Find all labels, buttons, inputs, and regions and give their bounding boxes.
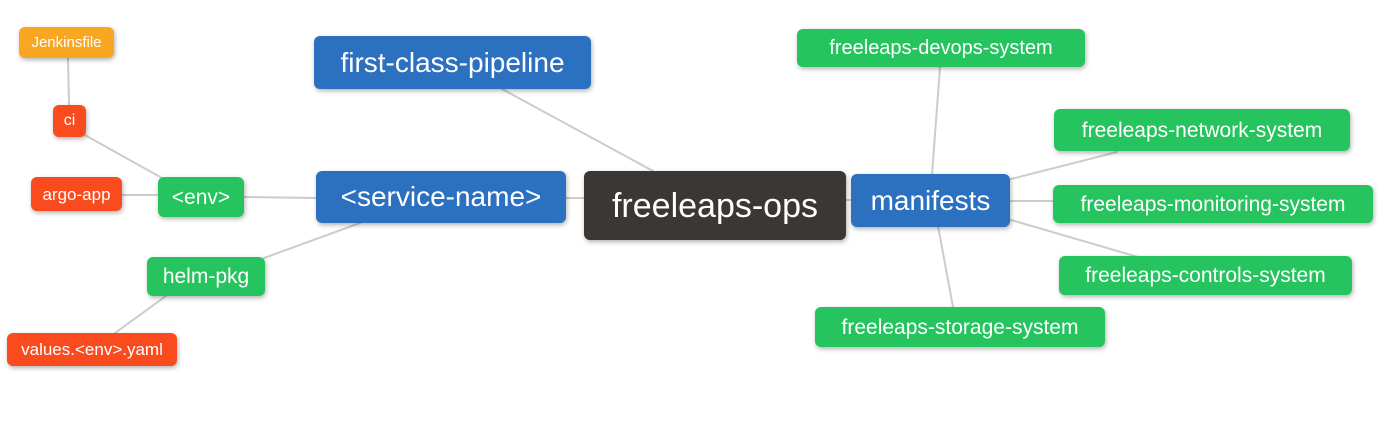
edge-manifests--freeleaps-controls-system: [1010, 219, 1139, 258]
mindmap-node-helm-pkg[interactable]: helm-pkg: [147, 257, 265, 296]
mindmap-node-first-class-pipeline[interactable]: first-class-pipeline: [314, 36, 591, 89]
mindmap-node-values-env-yaml[interactable]: values.<env>.yaml: [7, 333, 177, 366]
edge-env--ci: [82, 133, 163, 179]
mindmap-node-freeleaps-monitoring-system[interactable]: freeleaps-monitoring-system: [1053, 185, 1373, 223]
mindmap-node-argo-app[interactable]: argo-app: [31, 177, 122, 211]
mindmap-node-freeleaps-devops-system[interactable]: freeleaps-devops-system: [797, 29, 1085, 67]
edge-manifests--freeleaps-storage-system: [937, 225, 954, 308]
mindmap-node-freeleaps-ops[interactable]: freeleaps-ops: [584, 171, 846, 240]
mindmap-node-freeleaps-network-system[interactable]: freeleaps-network-system: [1054, 109, 1350, 151]
mindmap-node-env[interactable]: <env>: [158, 177, 244, 217]
edge-manifests--freeleaps-network-system: [1010, 151, 1118, 180]
edge-service-name--helm-pkg: [263, 222, 361, 259]
edge-ci--jenkinsfile: [67, 57, 70, 106]
mindmap-node-manifests[interactable]: manifests: [851, 174, 1010, 227]
mindmap-node-jenkinsfile[interactable]: Jenkinsfile: [19, 27, 114, 58]
edge-manifests--freeleaps-devops-system: [931, 66, 941, 176]
edge-service-name--env: [242, 196, 318, 199]
edge-helm-pkg--values-env-yaml: [114, 295, 167, 334]
edge-freeleaps-ops--first-class-pipeline: [501, 88, 654, 172]
mindmap-node-freeleaps-controls-system[interactable]: freeleaps-controls-system: [1059, 256, 1352, 295]
mindmap-node-service-name[interactable]: <service-name>: [316, 171, 566, 223]
mindmap-node-ci[interactable]: ci: [53, 105, 86, 137]
mindmap-node-freeleaps-storage-system[interactable]: freeleaps-storage-system: [815, 307, 1105, 347]
